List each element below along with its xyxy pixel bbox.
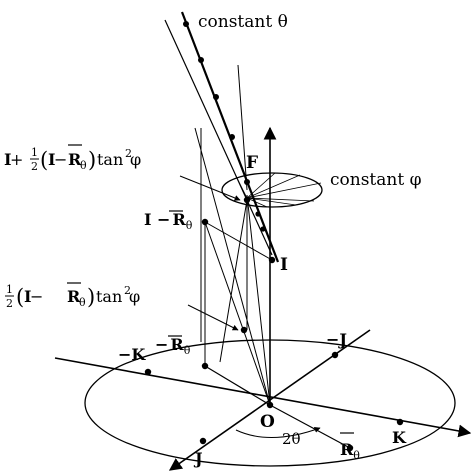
label-neg-k: −K [118, 345, 146, 364]
label-i: I [280, 255, 288, 275]
two-theta-arc [235, 427, 321, 438]
drop-line-right [237, 64, 248, 191]
fan-line-4 [194, 127, 271, 406]
point-r-theta [346, 444, 354, 452]
svg-text:): ) [87, 285, 95, 309]
point-f [243, 196, 251, 204]
svg-text:R: R [67, 287, 81, 306]
point-neg-j [331, 351, 339, 359]
lower-formula: 1 2 ( I − R θ ) tan 2 φ [6, 283, 140, 310]
fan-line-3 [219, 199, 248, 363]
label-o: O [260, 412, 275, 432]
pointer-lower-formula [187, 304, 239, 331]
label-k: K [392, 428, 407, 447]
svg-text:2: 2 [6, 297, 13, 310]
svg-text:+: + [10, 150, 23, 169]
constant-theta-dots [183, 21, 266, 232]
point-o [266, 401, 274, 409]
svg-text:θ: θ [79, 296, 86, 309]
svg-text:φ: φ [130, 150, 141, 169]
line-o-r-theta [269, 404, 351, 449]
constant-theta-aux-line [164, 19, 273, 256]
upper-formula: I + 1 2 ( I − R θ ) tan 2 φ [4, 146, 141, 173]
svg-text:(: ( [16, 285, 24, 309]
label-constant-phi: constant φ [330, 170, 422, 190]
label-neg-r-theta: −Rθ [155, 335, 191, 357]
label-j: J [193, 449, 203, 468]
svg-text:1: 1 [6, 283, 13, 296]
svg-text:1: 1 [31, 146, 38, 159]
svg-text:(: ( [40, 148, 48, 172]
overbars [67, 144, 354, 434]
fan-line-2 [204, 221, 271, 406]
label-two-theta: 2θ [282, 430, 301, 448]
svg-text:tan: tan [97, 150, 123, 169]
svg-text:φ: φ [129, 287, 140, 306]
pointer-upper-formula [179, 175, 241, 201]
svg-text:I: I [4, 150, 11, 169]
constant-phi-ellipse [221, 172, 323, 208]
svg-text:I: I [24, 287, 31, 306]
point-half-i-minus-r [240, 326, 248, 334]
svg-text:−: − [30, 287, 43, 306]
point-j [199, 437, 207, 445]
label-i-minus-r-theta: I −Rθ [144, 210, 193, 232]
point-i-minus-r [201, 218, 209, 226]
point-neg-r-theta [201, 362, 209, 370]
fan-line-5 [204, 221, 273, 261]
line-o-neg-r-theta [204, 365, 271, 406]
svg-text:−: − [54, 150, 67, 169]
svg-text:tan: tan [96, 287, 122, 306]
svg-text:θ: θ [80, 159, 87, 172]
label-f: F [246, 153, 258, 173]
fan-line-1 [246, 194, 271, 406]
svg-text:2: 2 [125, 147, 132, 160]
svg-text:2: 2 [31, 160, 38, 173]
svg-text:I: I [48, 150, 55, 169]
point-neg-k [144, 368, 152, 376]
svg-text:2: 2 [124, 284, 131, 297]
label-neg-j: −J [326, 330, 347, 349]
svg-text:R: R [68, 150, 82, 169]
label-r-theta: Rθ [340, 440, 360, 462]
point-k [396, 418, 404, 426]
point-i [268, 256, 276, 264]
constant-phi-spokes [235, 172, 322, 208]
svg-text:): ) [88, 148, 96, 172]
label-constant-theta: constant θ [198, 12, 288, 32]
